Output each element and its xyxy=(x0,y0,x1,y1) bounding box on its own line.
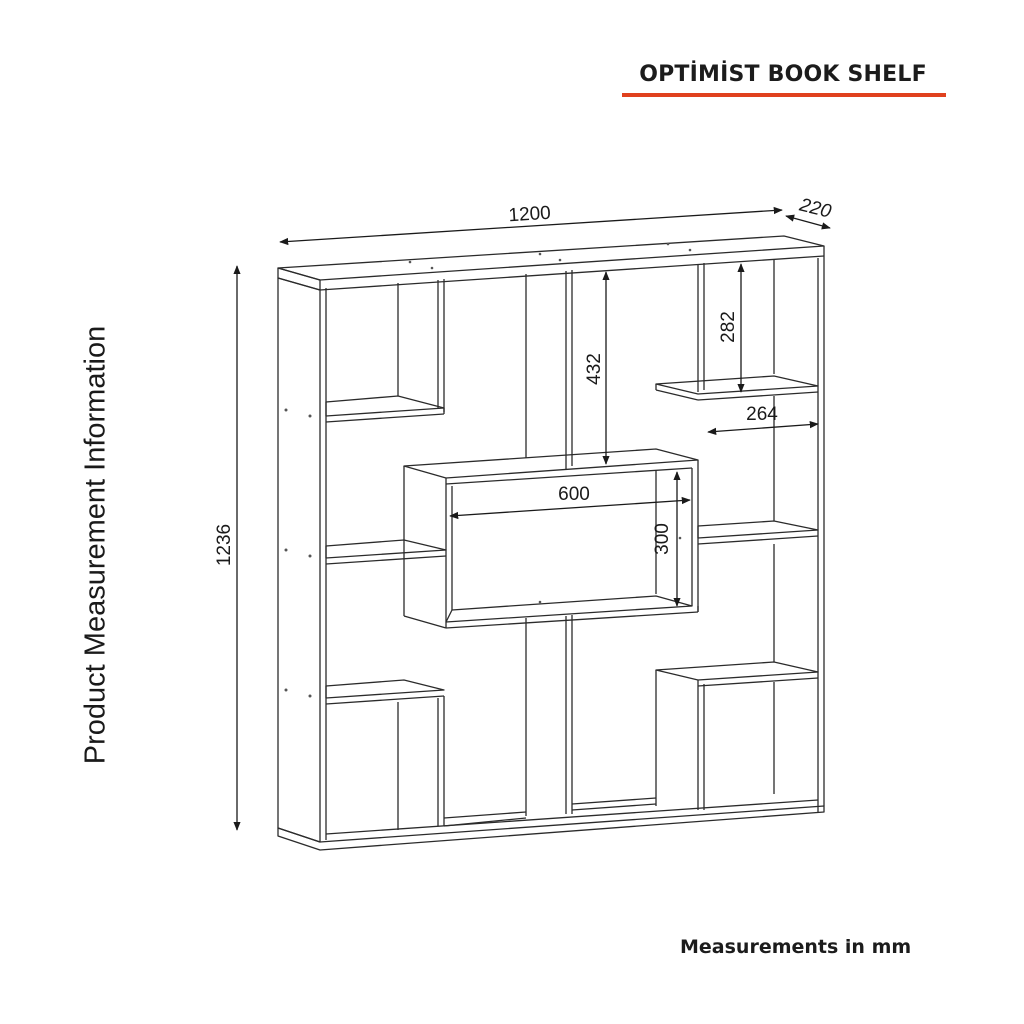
bottom-left-cubby xyxy=(325,679,527,830)
dim-center-height-label: 300 xyxy=(652,523,673,555)
screw-holes xyxy=(284,242,692,698)
dim-width-label: 1200 xyxy=(508,203,552,227)
bottom-right-cubby xyxy=(571,544,819,811)
dim-center-width-label: 600 xyxy=(558,484,590,505)
top-right-cubby xyxy=(655,259,819,401)
units-note: Measurements in mm xyxy=(680,936,912,958)
dim-small-cube-height-label: 282 xyxy=(718,311,739,343)
upper-center-dividers xyxy=(525,270,573,470)
dim-depth-label: 220 xyxy=(796,194,833,222)
dim-height-label: 1236 xyxy=(214,524,235,566)
shelf-outer-frame xyxy=(277,235,825,851)
dimension-lines xyxy=(233,206,831,831)
dim-side-width-label: 264 xyxy=(746,404,778,425)
lower-center-dividers xyxy=(525,615,573,816)
title-underline xyxy=(622,93,946,97)
middle-side-shelves xyxy=(325,396,819,565)
dim-upper-gap-label: 432 xyxy=(584,353,605,385)
page-title: OPTİMİST BOOK SHELF xyxy=(639,62,927,87)
top-left-cubby xyxy=(325,279,445,423)
